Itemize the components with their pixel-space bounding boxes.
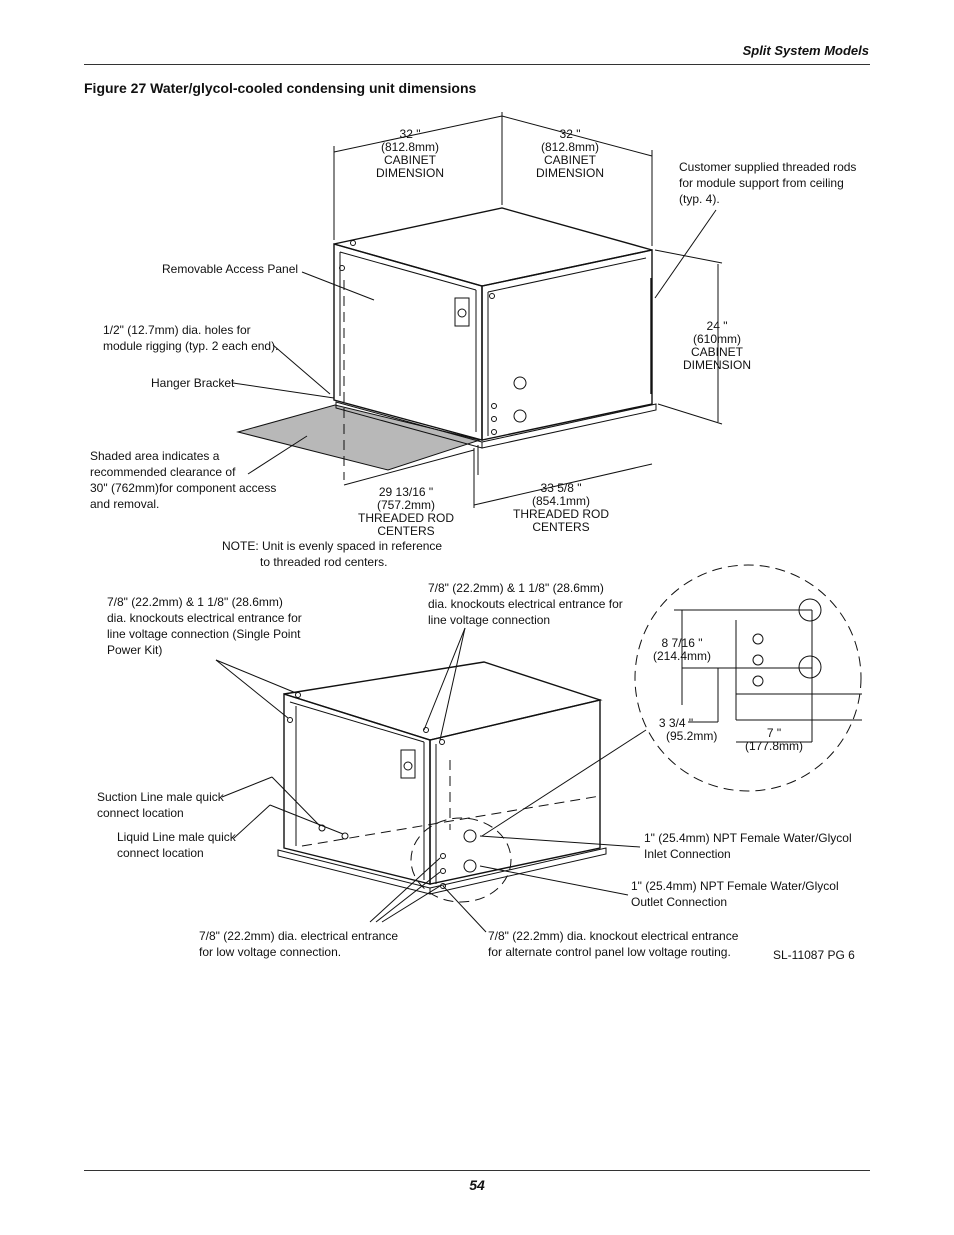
dim-cabinet-left: 32 " (812.8mm) CABINET DIMENSION: [375, 127, 444, 180]
callout-line-voltage-knockouts: 7/8" (22.2mm) & 1 1/8" (28.6mm) dia. kno…: [428, 581, 623, 627]
top-unit-top-face: [333, 207, 653, 287]
section-header: Split System Models: [742, 43, 869, 58]
callout-alt-control-knockout: 7/8" (22.2mm) dia. knockout electrical e…: [488, 929, 739, 959]
dim-rod-right: 33 5/8 " (854.1mm) THREADED ROD CENTERS: [513, 481, 610, 534]
callout-low-voltage-entrance: 7/8" (22.2mm) dia. electrical entrance f…: [199, 929, 399, 959]
top-unit-drawing: [232, 112, 723, 508]
callout-outlet-connection: 1" (25.4mm) NPT Female Water/Glycol Outl…: [631, 879, 839, 909]
bottom-unit-top-face: [283, 661, 603, 741]
top-unit-right-face: [481, 249, 653, 441]
dim-cabinet-right: 32 " (812.8mm) CABINET DIMENSION: [535, 127, 604, 180]
detail-circle-large: [634, 564, 862, 792]
detail-dim-horizontal: 7 " (177.8mm): [744, 726, 803, 753]
bottom-unit-drawing: [215, 564, 862, 933]
header-rule: [84, 64, 870, 65]
note-spacing: NOTE: Unit is evenly spaced in reference…: [222, 539, 443, 569]
callout-threaded-rods: Customer supplied threaded rods for modu…: [679, 160, 857, 206]
dim-rod-left: 29 13/16 " (757.2mm) THREADED ROD CENTER…: [358, 485, 455, 538]
callout-liquid-line: Liquid Line male quick connect location: [117, 830, 236, 860]
callout-suction-line: Suction Line male quick connect location: [97, 790, 224, 820]
detail-dim-vertical: 8 7/16 " (214.4mm): [652, 636, 711, 663]
callout-shaded-area: Shaded area indicates a recommended clea…: [90, 449, 277, 511]
footer-rule: [84, 1170, 870, 1171]
bottom-unit-right-face: [429, 699, 601, 885]
page-number: 54: [469, 1177, 485, 1193]
figure-title: Figure 27 Water/glycol-cooled condensing…: [84, 80, 477, 96]
callout-inlet-connection: 1" (25.4mm) NPT Female Water/Glycol Inle…: [644, 831, 852, 861]
callout-access-panel: Removable Access Panel: [162, 262, 299, 276]
callout-hanger-bracket: Hanger Bracket: [151, 376, 235, 390]
dim-cabinet-height: 24 " (610mm) CABINET DIMENSION: [682, 319, 751, 372]
detail-circle-small: [410, 817, 512, 903]
detail-dim-offset: 3 3/4 " (95.2mm): [658, 716, 718, 743]
drawing-id: SL-11087 PG 6: [773, 948, 855, 962]
callout-rigging-holes: 1/2" (12.7mm) dia. holes for module rigg…: [103, 323, 279, 353]
callout-single-point-knockouts: 7/8" (22.2mm) & 1 1/8" (28.6mm) dia. kno…: [107, 595, 302, 657]
